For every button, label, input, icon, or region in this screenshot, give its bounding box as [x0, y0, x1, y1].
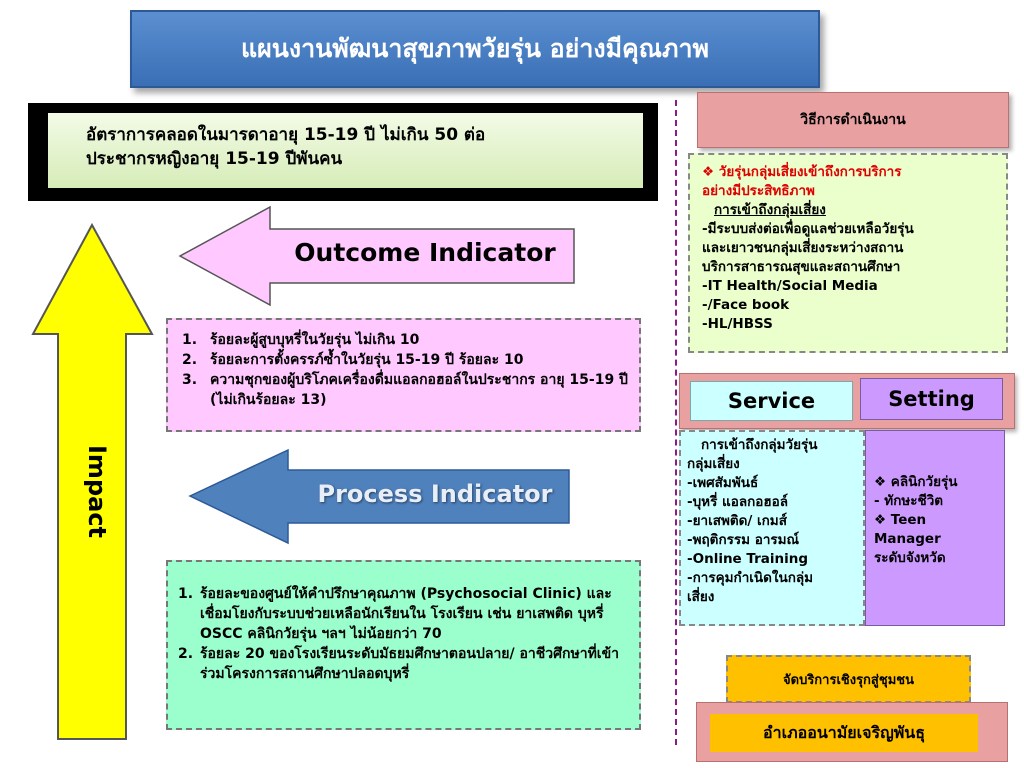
service-line: -เพศสัมพันธ์: [687, 475, 759, 491]
service-line: -Online Training: [687, 551, 809, 567]
impact-arrow: [31, 222, 154, 740]
service-line: กลุ่มเสี่ยง: [687, 456, 740, 472]
setting-line: ระดับจังหวัด: [874, 550, 946, 566]
list-item: 2. ร้อยละการตั้งครรภ์ซ้ำในวัยรุ่น 15-19 …: [182, 352, 524, 368]
process-indicator-label: Process Indicator: [317, 480, 553, 508]
service-box: การเข้าถึงกลุ่มวัยรุ่น กลุ่มเสี่ยง -เพศส…: [679, 430, 865, 626]
list-item: 1. ร้อยละผู้สูบบุหรี่ในวัยรุ่น ไม่เกิน 1…: [182, 332, 420, 348]
setting-line: - ทักษะชีวิต: [874, 493, 944, 509]
method-highlight-1: ❖ วัยรุ่นกลุ่มเสี่ยงเข้าถึงการบริการ: [702, 164, 902, 180]
method-subheading: การเข้าถึงกลุ่มเสี่ยง: [714, 202, 826, 218]
goal-line-2: ประชากรหญิงอายุ 15-19 ปีพันคน: [86, 149, 343, 169]
outcome-indicator-label: Outcome Indicator: [294, 238, 556, 267]
process-arrow: [188, 448, 570, 545]
page-title: แผนงานพัฒนาสุขภาพวัยรุ่น อย่างมีคุณภาพ: [241, 34, 709, 63]
vertical-divider: [675, 100, 677, 745]
impact-label: Impact: [83, 445, 111, 539]
outcome-list: 1. ร้อยละผู้สูบบุหรี่ในวัยรุ่น ไม่เกิน 1…: [166, 318, 641, 432]
district-box: อำเภออนามัยเจริญพันธุ: [710, 714, 978, 752]
service-line: การเข้าถึงกลุ่มวัยรุ่น: [701, 437, 818, 453]
goal-box: อัตราการคลอดในมารดาอายุ 15-19 ปี ไม่เกิน…: [48, 113, 643, 188]
goal-line-1: อัตราการคลอดในมารดาอายุ 15-19 ปี ไม่เกิน…: [86, 125, 486, 145]
process-list: 1. ร้อยละของศูนย์ให้คำปรึกษาคุณภาพ (Psyc…: [166, 560, 641, 730]
service-line: -ยาเสพติด/ เกมส์: [687, 513, 787, 529]
service-header: Service: [690, 381, 853, 421]
setting-box: ❖ คลินิกวัยรุ่น - ทักษะชีวิต ❖ Teen Mana…: [865, 430, 1005, 626]
method-line: และเยาวชนกลุ่มเสี่ยงระหว่างสถาน: [702, 240, 904, 256]
method-line: -HL/HBSS: [702, 316, 773, 332]
setting-line: ❖ Teen: [874, 512, 927, 528]
method-box: ❖ วัยรุ่นกลุ่มเสี่ยงเข้าถึงการบริการ อย่…: [688, 153, 1008, 353]
list-item: 3. ความชุกของผู้บริโภคเครื่องดื่มแอลกอฮอ…: [182, 372, 628, 408]
method-line: -IT Health/Social Media: [702, 278, 878, 294]
method-line: -มีระบบส่งต่อเพื่อดูแลช่วยเหลือวัยรุ่น: [702, 221, 914, 237]
setting-header: Setting: [860, 378, 1003, 420]
title-banner: แผนงานพัฒนาสุขภาพวัยรุ่น อย่างมีคุณภาพ: [130, 10, 820, 88]
service-line: -การคุมกำเนิดในกลุ่ม: [687, 570, 814, 586]
community-box: จัดบริการเชิงรุกสู่ชุมชน: [726, 655, 971, 703]
service-line: -บุหรี่ แอลกอฮอล์: [687, 494, 789, 510]
setting-line: Manager: [874, 531, 941, 547]
method-line: บริการสาธารณสุขและสถานศึกษา: [702, 259, 901, 275]
list-item: 2. ร้อยละ 20 ของโรงเรียนระดับมัธยมศึกษาต…: [178, 646, 620, 682]
setting-line: ❖ คลินิกวัยรุ่น: [874, 474, 958, 490]
list-item: 1. ร้อยละของศูนย์ให้คำปรึกษาคุณภาพ (Psyc…: [178, 586, 612, 642]
service-line: เสี่ยง: [687, 589, 715, 605]
method-highlight-2: อย่างมีประสิทธิภาพ: [702, 183, 815, 199]
method-line: -/Face book: [702, 297, 790, 313]
method-header: วิธีการดำเนินงาน: [697, 92, 1009, 148]
service-line: -พฤติกรรม อารมณ์: [687, 532, 800, 548]
outcome-arrow: [178, 205, 575, 307]
